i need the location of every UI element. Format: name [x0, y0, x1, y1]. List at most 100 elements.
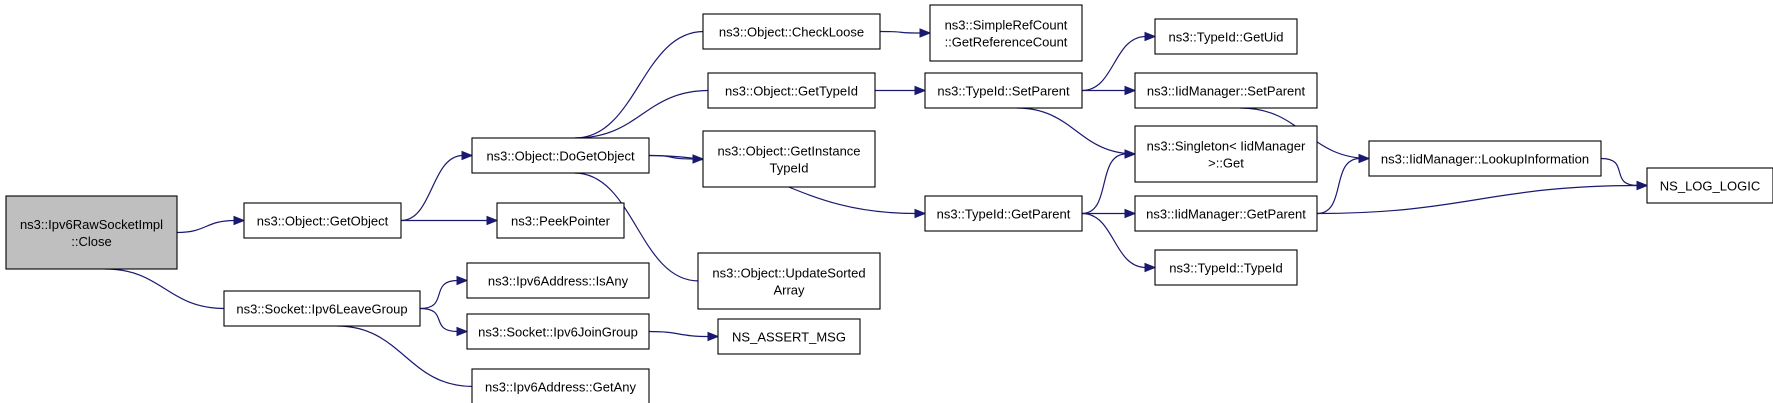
node-label: ns3::Socket::Ipv6JoinGroup: [478, 325, 638, 340]
node-label: ns3::IidManager::GetParent: [1146, 207, 1306, 222]
node-box: [1368, 140, 1602, 177]
node-joingroup[interactable]: ns3::Socket::Ipv6JoinGroup: [466, 313, 650, 350]
node-box: [924, 195, 1083, 232]
nodes-layer: ns3::Ipv6RawSocketImpl::Closens3::Object…: [5, 4, 1773, 403]
node-label: ns3::TypeId::GetParent: [937, 207, 1071, 222]
node-label: ns3::SimpleRefCount: [945, 18, 1068, 33]
node-box: [243, 202, 402, 239]
node-label: NS_ASSERT_MSG: [732, 330, 846, 345]
node-box: [496, 202, 625, 239]
node-lookupinfo[interactable]: ns3::IidManager::LookupInformation: [1368, 140, 1602, 177]
node-singleton[interactable]: ns3::Singleton< IidManager>::Get: [1134, 125, 1318, 183]
node-label: ns3::PeekPointer: [511, 214, 611, 229]
edge-checkloose-to-getrefcount: [879, 30, 922, 34]
node-label: ::Close: [71, 234, 111, 249]
node-label: ns3::IidManager::LookupInformation: [1381, 152, 1589, 167]
node-iidsetparent[interactable]: ns3::IidManager::SetParent: [1134, 72, 1318, 109]
node-label: ns3::Object::UpdateSorted: [712, 266, 865, 281]
node-loglogic[interactable]: NS_LOG_LOGIC: [1646, 167, 1773, 204]
arrowhead-icon: [1124, 149, 1137, 159]
node-getuid[interactable]: ns3::TypeId::GetUid: [1154, 18, 1298, 55]
arrowhead-icon: [456, 326, 469, 337]
node-box: [702, 130, 876, 188]
node-label: ns3::Singleton< IidManager: [1147, 139, 1306, 154]
node-label: ns3::Object::GetObject: [257, 214, 389, 229]
node-box: [1134, 125, 1318, 183]
node-setparent[interactable]: ns3::TypeId::SetParent: [924, 72, 1083, 109]
node-box: [929, 4, 1083, 62]
edge-lookupinfo-to-loglogic: [1600, 157, 1639, 187]
edge-joingroup-to-assertmsg: [648, 330, 710, 338]
arrowhead-icon: [1124, 85, 1137, 96]
node-leavegroup[interactable]: ns3::Socket::Ipv6LeaveGroup: [223, 290, 421, 327]
node-box: [702, 13, 881, 50]
edge-getobject-to-dogetobject: [400, 154, 464, 222]
node-isany[interactable]: ns3::Ipv6Address::IsAny: [466, 262, 650, 299]
arrowhead-icon: [1636, 180, 1649, 191]
node-assertmsg[interactable]: NS_ASSERT_MSG: [717, 318, 861, 355]
node-label: ns3::TypeId::GetUid: [1169, 30, 1284, 45]
node-peekpointer[interactable]: ns3::PeekPointer: [496, 202, 625, 239]
node-getany[interactable]: ns3::Ipv6Address::GetAny: [471, 368, 650, 403]
edge-root-to-leavegroup: [104, 268, 226, 310]
node-root[interactable]: ns3::Ipv6RawSocketImpl::Close: [5, 195, 178, 270]
arrowhead-icon: [1144, 31, 1157, 42]
node-label: Array: [773, 283, 805, 298]
arrowhead-icon: [1124, 208, 1137, 219]
edge-dogetobject-to-updatesorted: [574, 172, 700, 282]
node-box: [1154, 18, 1298, 55]
node-label: ns3::Ipv6Address::GetAny: [485, 380, 637, 395]
edge-leavegroup-to-isany: [419, 279, 459, 310]
arrowhead-icon: [1358, 153, 1371, 164]
node-box: [466, 313, 650, 350]
node-label: ns3::TypeId::SetParent: [937, 84, 1070, 99]
node-label: ns3::TypeId::TypeId: [1169, 261, 1282, 276]
node-label: ::GetReferenceCount: [945, 35, 1068, 50]
node-getparent[interactable]: ns3::TypeId::GetParent: [924, 195, 1083, 232]
node-dogetobject[interactable]: ns3::Object::DoGetObject: [471, 137, 650, 174]
node-label: ns3::Socket::Ipv6LeaveGroup: [236, 302, 407, 317]
node-box: [1154, 249, 1298, 286]
node-label: >::Get: [1208, 156, 1244, 171]
node-box: [1134, 72, 1318, 109]
node-checkloose[interactable]: ns3::Object::CheckLoose: [702, 13, 881, 50]
node-getrefcount[interactable]: ns3::SimpleRefCount::GetReferenceCount: [929, 4, 1083, 62]
node-box: [5, 195, 178, 270]
arrowhead-icon: [914, 208, 927, 219]
node-typeidctor[interactable]: ns3::TypeId::TypeId: [1154, 249, 1298, 286]
arrowhead-icon: [1144, 262, 1157, 273]
arrowhead-icon: [707, 331, 720, 342]
edge-dogetobject-to-gettypeid: [575, 89, 710, 139]
node-label: ns3::Object::CheckLoose: [719, 25, 864, 40]
node-box: [697, 252, 881, 310]
arrowhead-icon: [456, 275, 469, 286]
node-label: ns3::Object::DoGetObject: [486, 149, 635, 164]
edge-leavegroup-to-getany: [336, 325, 474, 388]
node-getobject[interactable]: ns3::Object::GetObject: [243, 202, 402, 239]
node-box: [471, 137, 650, 174]
node-label: ns3::Object::GetTypeId: [725, 84, 858, 99]
edge-iidgetparent-to-lookupinfo: [1316, 157, 1361, 215]
edge-leavegroup-to-joingroup: [419, 307, 459, 333]
arrowhead-icon: [461, 150, 474, 161]
edge-root-to-getobject: [176, 219, 236, 234]
node-box: [466, 262, 650, 299]
node-label: TypeId: [769, 161, 808, 176]
node-iidgetparent[interactable]: ns3::IidManager::GetParent: [1134, 195, 1318, 232]
arrowhead-icon: [919, 28, 932, 38]
node-box: [471, 368, 650, 403]
edge-getparent-to-singleton: [1081, 153, 1127, 215]
arrowhead-icon: [486, 215, 499, 226]
node-box: [223, 290, 421, 327]
node-box: [1646, 167, 1773, 204]
arrowhead-icon: [914, 85, 927, 96]
node-label: ns3::Ipv6RawSocketImpl: [20, 217, 163, 232]
edge-setparent-to-getuid: [1081, 35, 1147, 92]
node-label: ns3::Ipv6Address::IsAny: [488, 274, 629, 289]
node-box: [924, 72, 1083, 109]
node-box: [717, 318, 861, 355]
node-gettypeid[interactable]: ns3::Object::GetTypeId: [707, 72, 876, 109]
